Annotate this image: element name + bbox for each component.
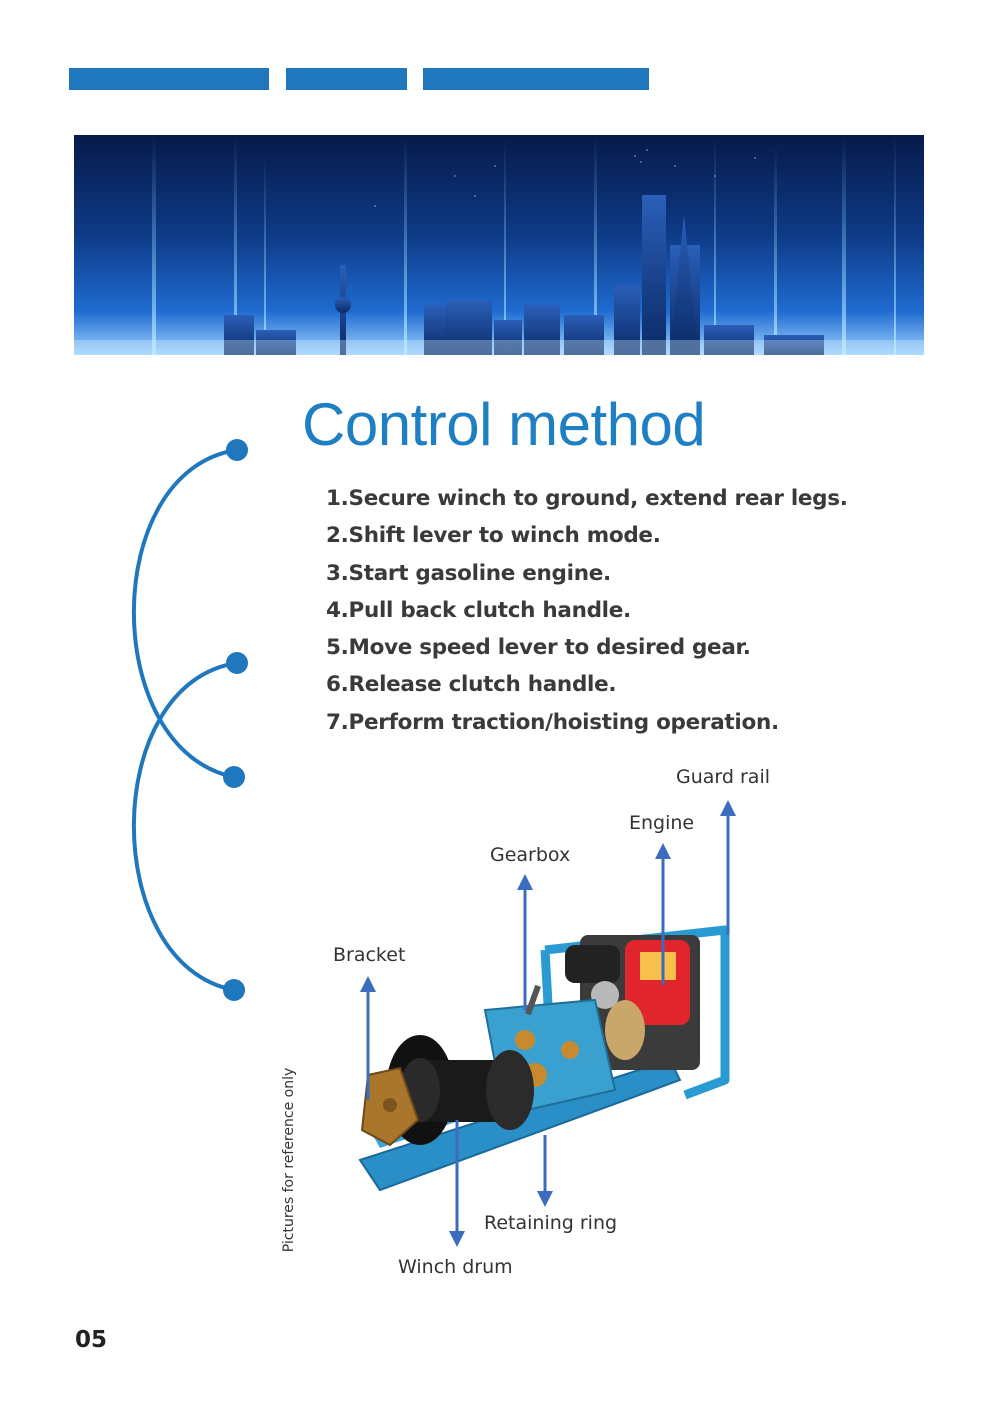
header-bar-1	[69, 68, 269, 90]
label-retaining-ring: Retaining ring	[484, 1212, 618, 1234]
step-item: 4.Pull back clutch handle.	[326, 597, 631, 623]
step-item: 5.Move speed lever to desired gear.	[326, 635, 751, 661]
city-skyline-image	[74, 135, 924, 355]
label-bracket: Bracket	[333, 944, 406, 966]
city-skyline-banner	[74, 135, 924, 355]
arc-dot-2	[226, 652, 248, 674]
reference-note: Pictures for reference only	[281, 1067, 297, 1253]
page-number: 05	[75, 1327, 108, 1353]
label-guard-rail: Guard rail	[676, 766, 770, 788]
label-engine: Engine	[629, 812, 695, 834]
section-title: Control method	[302, 391, 706, 458]
winch-machine-image	[358, 925, 730, 1192]
steps-list: 1.Secure winch to ground, extend rear le…	[326, 480, 848, 741]
arc-dot-1	[226, 439, 248, 461]
step-item: 3.Start gasoline engine.	[326, 560, 611, 586]
step-item: 7.Perform traction/hoisting operation.	[326, 709, 779, 735]
arc-dot-4	[223, 979, 245, 1001]
step-item: 1.Secure winch to ground, extend rear le…	[326, 486, 848, 511]
header-bar-3	[423, 68, 649, 90]
arc-dot-3	[223, 766, 245, 788]
label-winch-drum: Winch drum	[398, 1256, 513, 1278]
header-bar-2	[286, 68, 407, 90]
step-item: 6.Release clutch handle.	[326, 672, 617, 698]
label-gearbox: Gearbox	[490, 844, 571, 866]
decorative-arcs	[131, 439, 248, 1001]
step-item: 2.Shift lever to winch mode.	[326, 523, 661, 549]
